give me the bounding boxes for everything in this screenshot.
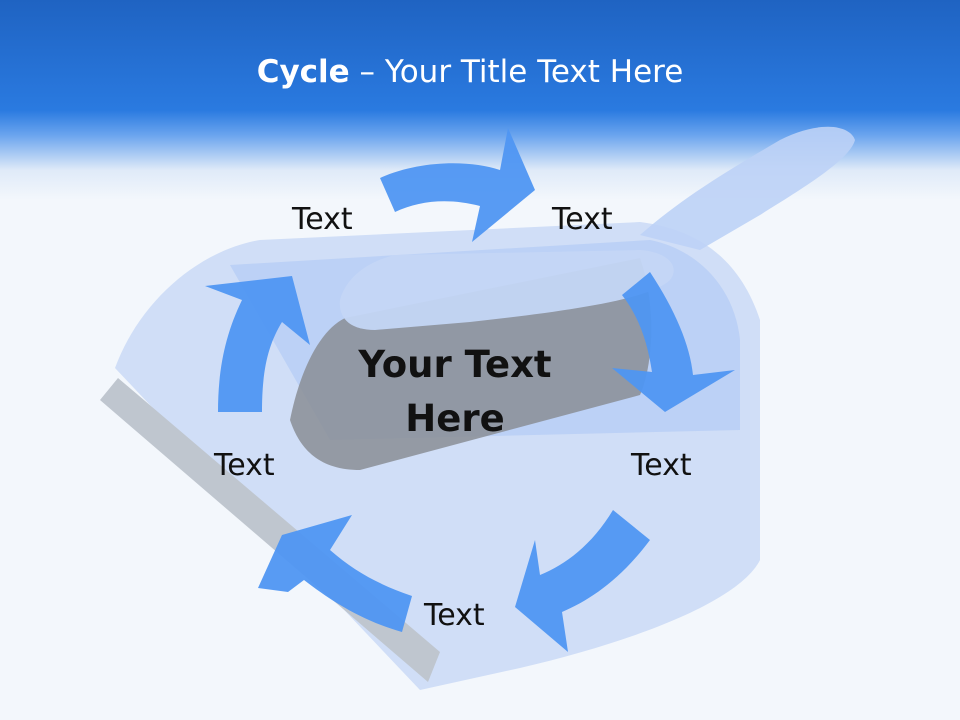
dustpan-handle — [640, 126, 855, 250]
curved-arrow-icon — [258, 515, 412, 632]
curved-arrow-icon — [612, 272, 735, 412]
curved-arrow-icon — [380, 128, 535, 242]
cycle-label-left: Text — [214, 448, 275, 483]
slide-title-rest: – Your Title Text Here — [349, 54, 684, 90]
cycle-label-bottom: Text — [424, 598, 485, 633]
curved-arrow-icon — [515, 510, 650, 652]
cycle-label-right: Text — [631, 448, 692, 483]
center-text: Your Text Here — [325, 338, 585, 446]
center-text-line-2: Here — [405, 397, 505, 440]
brush-handle — [339, 250, 674, 330]
cycle-label-top-right: Text — [552, 202, 613, 237]
slide-title: Cycle – Your Title Text Here — [0, 54, 940, 90]
curved-arrow-icon — [205, 276, 310, 412]
center-text-line-1: Your Text — [358, 343, 552, 386]
slide-title-bold: Cycle — [256, 54, 350, 90]
cycle-label-top-left: Text — [292, 202, 353, 237]
